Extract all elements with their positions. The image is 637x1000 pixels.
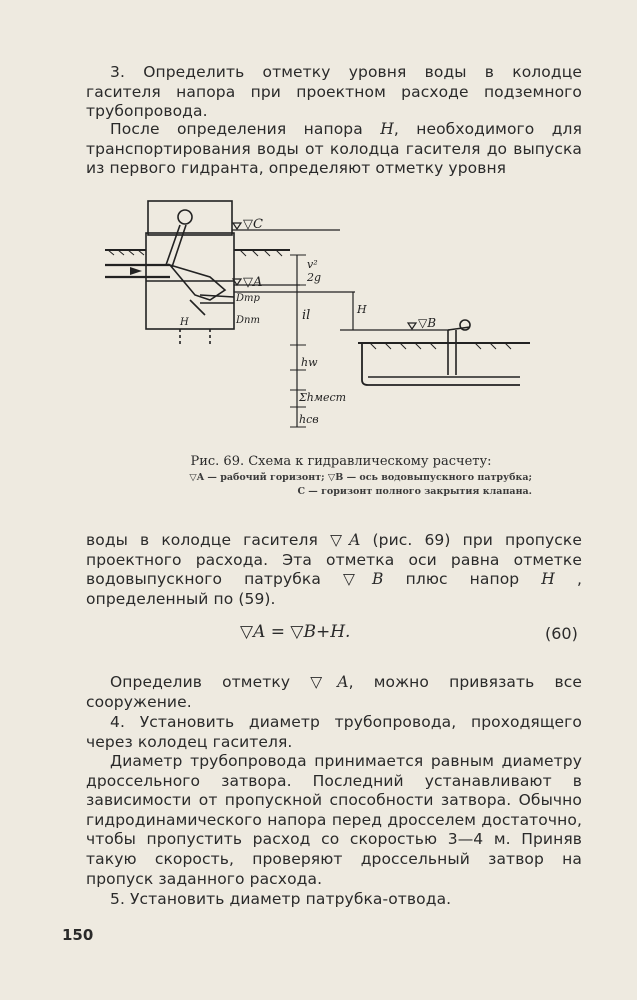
var-b: ▽B bbox=[343, 570, 384, 589]
text: После определения напора bbox=[110, 120, 381, 138]
level-a-marker-icon bbox=[231, 278, 243, 287]
formula-number: (60) bbox=[545, 624, 578, 643]
page-number: 150 bbox=[62, 926, 94, 944]
paragraph-water-level: воды в колодце гасителя ▽A (рис. 69) при… bbox=[86, 531, 582, 609]
figure-69-diagram: ▽C ▽A ▽B v² 2g il H hw Σhмест hсв Dтр Dп… bbox=[105, 200, 530, 428]
label-dpt: Dпт bbox=[235, 315, 260, 326]
var-a: ▽A bbox=[310, 673, 349, 691]
label-v2: v² bbox=[307, 258, 318, 271]
label-a: ▽A bbox=[243, 275, 262, 290]
paragraph-binding: Определив отметку ▽A, можно привязать вс… bbox=[86, 673, 582, 712]
var-h: H bbox=[380, 120, 394, 138]
legend-line: C — горизонт полного закрытия клапана. bbox=[297, 486, 532, 497]
caption-title: Рис. 69. Схема к гидравлическому расчету… bbox=[190, 454, 492, 469]
flow-arrow-icon bbox=[130, 267, 142, 275]
label-h-big: H bbox=[356, 303, 367, 316]
paragraph-head-determination: После определения напора H, необходимого… bbox=[86, 120, 582, 179]
paragraph-step-5: 5. Установить диаметр патрубка-отвода. bbox=[110, 890, 452, 908]
ground-hatching bbox=[107, 249, 512, 350]
formula-60: ▽A = ▽B+H. bbox=[240, 622, 351, 642]
paragraph-step-4: 4. Установить диаметр трубопровода, прох… bbox=[86, 713, 582, 751]
paragraph-diameter: Диаметр трубопровода принимается равным … bbox=[86, 752, 582, 888]
label-c: ▽C bbox=[243, 217, 263, 232]
paragraph-step-3: 3. Определить отметку уровня воды в коло… bbox=[86, 63, 582, 121]
var-a: ▽A bbox=[330, 531, 361, 549]
label-b: ▽B bbox=[418, 316, 436, 330]
text: (рис. 69) при пропуске проектного расход… bbox=[86, 531, 582, 589]
text: , можно привязать все сооружение. bbox=[86, 673, 582, 711]
label-hmest: Σhмест bbox=[298, 391, 346, 404]
var-h: H bbox=[541, 570, 555, 589]
text: плюс напор bbox=[383, 570, 542, 589]
level-b-marker-icon bbox=[406, 322, 418, 331]
text: , определенный по (59). bbox=[86, 570, 582, 608]
text: воды в колодце гасителя bbox=[86, 531, 331, 549]
well-top-chamber bbox=[147, 200, 233, 236]
text: , необходимого для транспортирования вод… bbox=[86, 120, 582, 178]
label-hsv: hсв bbox=[299, 413, 319, 426]
label-h-small: H bbox=[179, 317, 189, 328]
label-2g: 2g bbox=[306, 271, 321, 284]
text: Определив отметку bbox=[110, 673, 311, 691]
caption-legend: ▽A — рабочий горизонт; ▽B — ось водовыпу… bbox=[110, 471, 532, 499]
figure-caption: Рис. 69. Схема к гидравлическому расчету… bbox=[110, 453, 532, 499]
level-c-marker-icon bbox=[231, 222, 243, 231]
label-il: il bbox=[302, 308, 310, 323]
label-hw: hw bbox=[301, 356, 318, 369]
legend-line: ▽A — рабочий горизонт; ▽B — ось водовыпу… bbox=[189, 472, 532, 483]
label-dtr: Dтр bbox=[235, 293, 261, 304]
